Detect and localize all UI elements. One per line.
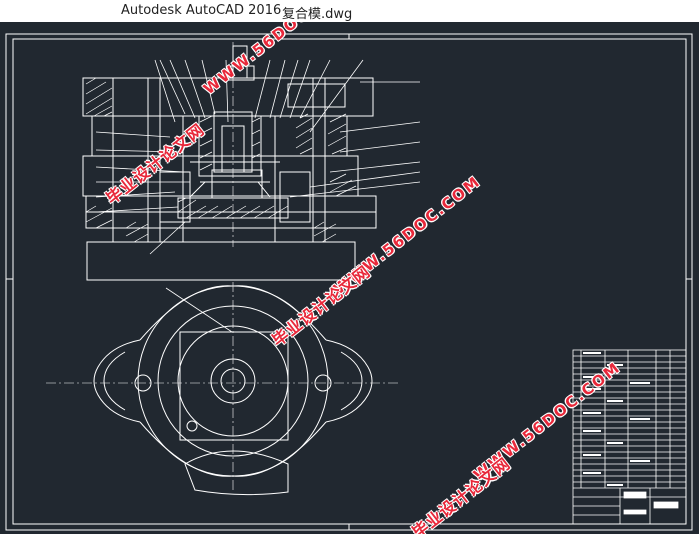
leader-lines [95, 59, 421, 333]
app-title: Autodesk AutoCAD 2016 [121, 3, 282, 18]
bom-text-marks [583, 352, 650, 486]
title-block [572, 349, 687, 525]
hatching [85, 77, 357, 243]
file-name: 复合模.dwg [282, 7, 353, 22]
drawing-canvas[interactable]: WWW.56DOC.COM 毕业设计论文网 WWW.56DOC.COM 毕业设计… [0, 22, 699, 534]
title-bar: Autodesk AutoCAD 2016 复合模.dwg [0, 0, 699, 22]
center-lines [46, 42, 400, 492]
cad-drawing [5, 33, 693, 531]
